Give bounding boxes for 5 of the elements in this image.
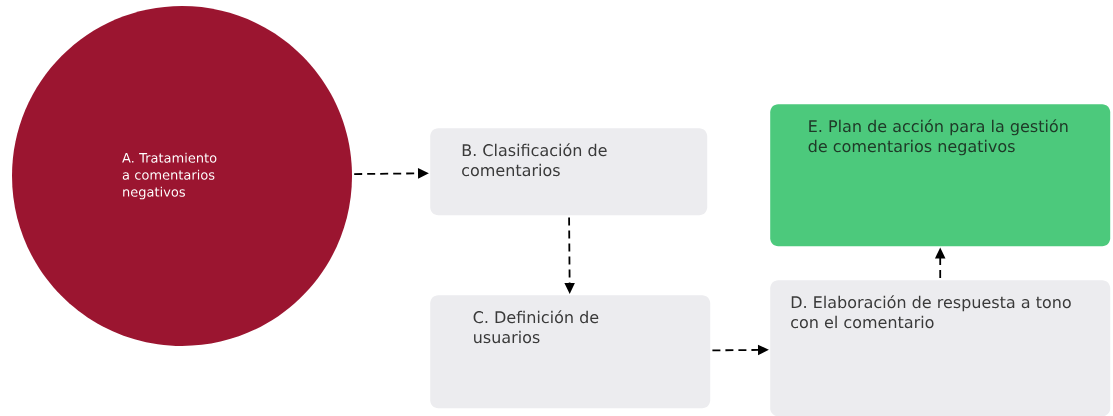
process-box: C. Definición de usuarios: [430, 295, 711, 409]
process-box: D. Elaboración de respuesta a tono con el comentario: [770, 280, 1111, 416]
result-box: E. Plan de acción para la gestión de comentarios negativos: [770, 104, 1111, 247]
process-box: B. Clasificación de comentarios: [430, 128, 708, 216]
circle-node: A. Tratamiento a comentarios negativos: [12, 6, 352, 346]
